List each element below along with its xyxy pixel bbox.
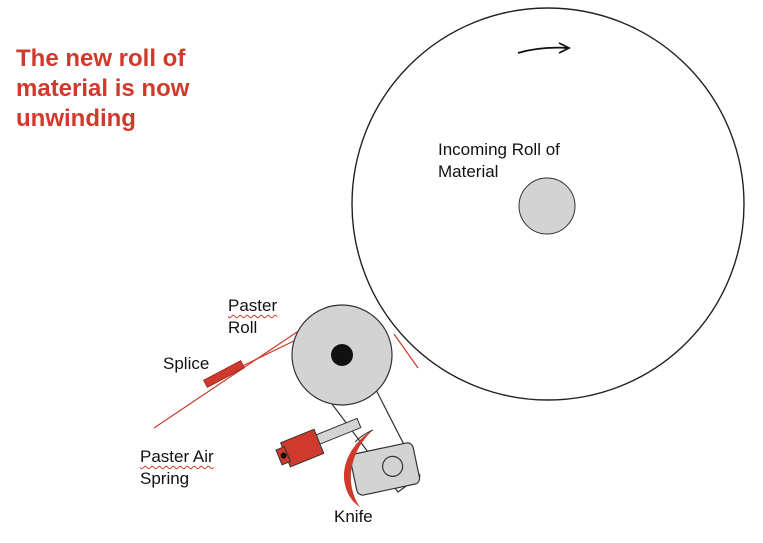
knife-blade-tip xyxy=(354,429,374,443)
incoming-roll-label: Incoming Roll of Material xyxy=(438,139,560,183)
web-line-to-incoming-roll xyxy=(393,333,419,369)
splice-label-text: Splice xyxy=(163,354,210,373)
paster-air-spring xyxy=(275,417,362,468)
paster-roll-label-line-1: Paster xyxy=(228,296,278,315)
paster-roll-label-line-2: Roll xyxy=(228,318,258,337)
incoming-roll-core xyxy=(518,177,576,235)
title-line-3: unwinding xyxy=(16,105,136,132)
page-title: The new roll of material is now unwindin… xyxy=(16,44,256,134)
paster-roll-hub xyxy=(331,344,353,366)
title-line-1: The new roll of xyxy=(16,45,186,72)
incoming-roll-label-line-2: Material xyxy=(438,162,499,181)
paster-air-spring-label: Paster Air Spring xyxy=(140,446,214,490)
knife-blade xyxy=(343,430,373,507)
splice-tape xyxy=(203,360,245,388)
knife-block xyxy=(349,442,421,496)
paster-air-spring-label-line-2: Spring xyxy=(140,469,190,488)
web-line-to-roll xyxy=(153,329,301,429)
incoming-roll-label-line-1: Incoming Roll of xyxy=(438,140,560,159)
knife-label-text: Knife xyxy=(334,507,373,526)
paster-roll-label: Paster Roll xyxy=(228,295,277,339)
knife-label: Knife xyxy=(334,506,373,528)
paster-air-spring-label-line-1: Paster Air xyxy=(140,447,214,466)
arrow-right-icon xyxy=(517,42,572,54)
title-line-2: material is now xyxy=(16,75,190,102)
splice-label: Splice xyxy=(163,353,209,375)
